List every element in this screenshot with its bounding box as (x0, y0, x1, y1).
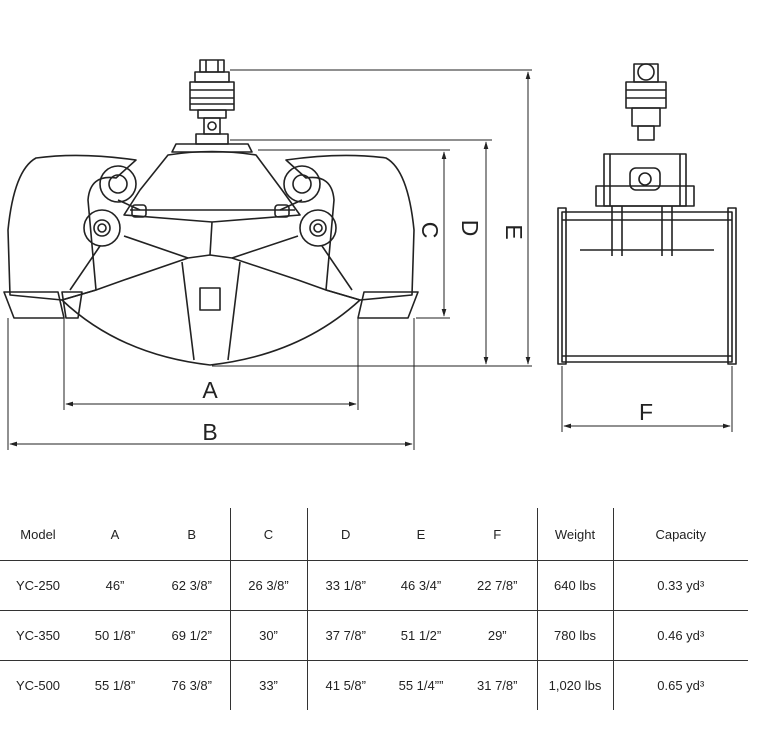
table-header-row: Model A B C D E F Weight Capacity (0, 508, 748, 561)
table-row: YC-250 46” 62 3/8” 26 3/8” 33 1/8” 46 3/… (0, 560, 748, 611)
rotator-head (189, 59, 235, 145)
dim-c-label: C (417, 222, 443, 239)
header-b: B (154, 508, 230, 561)
bowl (61, 254, 361, 366)
header-c: C (229, 508, 307, 561)
header-model: Model (0, 508, 76, 561)
central-body (123, 150, 301, 223)
cell-b: 62 3/8” (154, 560, 230, 611)
cell-d: 33 1/8” (306, 560, 384, 611)
cell-c: 33” (229, 660, 307, 710)
cell-model: YC-500 (15, 678, 61, 693)
cell-f: 29” (458, 610, 537, 661)
cell-model: YC-250 (0, 560, 76, 611)
grab-bucket-drawing: A B C D E F (3, 59, 737, 450)
header-f: F (458, 508, 537, 561)
right-shell (285, 154, 415, 301)
dim-d-label: D (457, 220, 483, 237)
table-row: YC-500 55 1/8” 76 3/8” 33” 41 5/8” 55 1/… (0, 660, 748, 710)
side-rotator (625, 63, 667, 141)
cell-weight: 780 lbs (536, 610, 613, 661)
side-view (557, 63, 737, 365)
front-view (3, 59, 419, 366)
cell-a: 50 1/8” (76, 610, 154, 661)
cell-c: 30” (229, 610, 307, 661)
cell-weight: 1,020 lbs (536, 660, 613, 710)
cell-d: 37 7/8” (306, 610, 384, 661)
cell-f: 22 7/8” (458, 560, 537, 611)
cell-d: 41 5/8” (306, 660, 384, 710)
left-shell (7, 154, 137, 301)
header-e: E (384, 508, 458, 561)
dimension-lines (7, 69, 733, 450)
dim-f-label: F (639, 399, 653, 425)
cell-e: 46 3/4” (384, 560, 458, 611)
dim-e-label: E (501, 224, 527, 239)
header-capacity: Capacity (612, 508, 748, 561)
cell-b: 69 1/2” (154, 610, 230, 661)
side-bucket (561, 211, 733, 363)
cell-e: 51 1/2” (384, 610, 458, 661)
dim-b-label: B (202, 419, 217, 445)
dim-a-label: A (202, 377, 218, 403)
cell-model: YC-350 (0, 610, 76, 661)
cell-capacity: 0.65 yd³ (612, 660, 748, 710)
header-a: A (76, 508, 154, 561)
table-row: YC-350 50 1/8” 69 1/2” 30” 37 7/8” 51 1/… (0, 610, 748, 661)
cell-weight: 640 lbs (536, 560, 613, 611)
cell-f: 31 7/8” (477, 678, 518, 693)
cell-b: 76 3/8” (171, 678, 212, 693)
cell-capacity: 0.33 yd³ (612, 560, 748, 611)
spec-table: Model A B C D E F Weight Capacity YC-250… (0, 508, 748, 710)
header-weight: Weight (536, 508, 613, 561)
cell-a: 46” (76, 560, 154, 611)
header-d: D (306, 508, 384, 561)
cell-a: 55 1/8” (94, 678, 136, 693)
cell-capacity: 0.46 yd³ (612, 610, 748, 661)
cell-e: 55 1/4”” (398, 678, 444, 693)
cell-c: 26 3/8” (229, 560, 307, 611)
